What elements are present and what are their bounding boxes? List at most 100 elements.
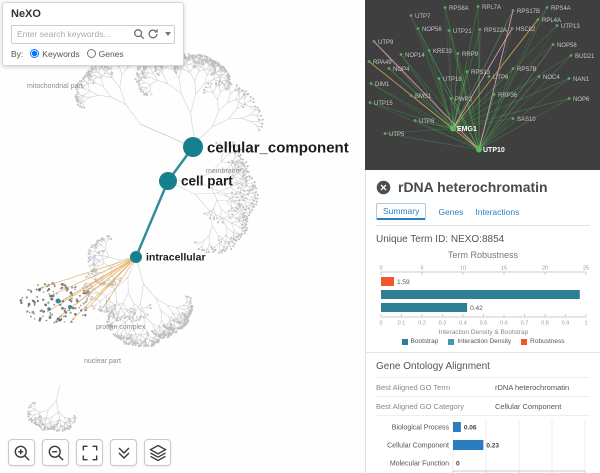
tab-summary[interactable]: Summary — [376, 203, 427, 220]
layers-button[interactable] — [144, 439, 171, 466]
tab-interactions[interactable]: Interactions — [475, 206, 520, 217]
go-category-row: Best Aligned GO Category Cellular Compon… — [376, 397, 590, 416]
svg-text:RRP36: RRP36 — [498, 93, 518, 99]
svg-text:0: 0 — [379, 266, 382, 272]
fit-view-button[interactable] — [76, 439, 103, 466]
search-icon[interactable] — [132, 27, 145, 40]
svg-text:20: 20 — [542, 266, 548, 272]
svg-text:HSC82: HSC82 — [516, 27, 536, 33]
svg-text:mitochondrial part: mitochondrial part — [27, 83, 83, 90]
svg-text:RPL4A: RPL4A — [542, 18, 561, 24]
svg-text:0.8: 0.8 — [541, 321, 549, 327]
svg-text:RPA49: RPA49 — [373, 60, 392, 66]
search-input[interactable] — [11, 24, 175, 44]
reset-search-icon[interactable] — [146, 27, 159, 40]
svg-text:0.23: 0.23 — [486, 443, 499, 450]
svg-text:Cellular Component: Cellular Component — [387, 443, 449, 450]
svg-text:NOC4: NOC4 — [543, 75, 560, 81]
svg-text:cellular_component: cellular_component — [207, 139, 349, 156]
svg-text:Molecular Function: Molecular Function — [390, 461, 449, 468]
close-icon[interactable] — [376, 180, 391, 195]
svg-text:protein complex: protein complex — [96, 324, 146, 331]
svg-text:Interaction Density & Bootstra: Interaction Density & Bootstrap — [439, 329, 529, 336]
svg-text:10: 10 — [460, 266, 466, 272]
legend-item: Interaction Density — [448, 338, 511, 345]
svg-text:BMS1: BMS1 — [415, 94, 432, 100]
svg-text:UTP15: UTP15 — [374, 101, 393, 107]
zoom-in-button[interactable] — [8, 439, 35, 466]
svg-text:RRP9: RRP9 — [462, 52, 479, 58]
chevron-down-icon[interactable] — [165, 32, 171, 36]
svg-text:cell part: cell part — [181, 174, 233, 189]
go-score-chart: 00.250.50.751Biological Process0.06Cellu… — [387, 420, 586, 473]
svg-text:NOP56: NOP56 — [422, 27, 442, 33]
svg-text:NOP6: NOP6 — [573, 97, 590, 103]
go-term-row: Best Aligned GO Term rDNA heterochromati… — [376, 377, 590, 397]
by-label: By: — [11, 48, 24, 59]
svg-text:5: 5 — [420, 266, 423, 272]
term-details-panel: rDNA heterochromatin Summary Genes Inter… — [365, 170, 600, 473]
svg-text:1.59: 1.59 — [397, 279, 410, 286]
go-alignment-title: Gene Ontology Alignment — [376, 361, 490, 372]
go-category-value: Cellular Component — [495, 401, 562, 411]
svg-text:BUD21: BUD21 — [575, 54, 595, 60]
svg-text:UTP18: UTP18 — [443, 77, 462, 83]
svg-text:0.5: 0.5 — [480, 321, 488, 327]
tree-toolbar — [8, 439, 171, 466]
svg-text:15: 15 — [501, 266, 507, 272]
svg-text:EMG1: EMG1 — [457, 126, 477, 133]
svg-text:SAS10: SAS10 — [517, 117, 536, 123]
svg-text:RPS22A: RPS22A — [484, 28, 507, 34]
tab-genes[interactable]: Genes — [438, 206, 464, 217]
search-card: NeXO By: Keywords Genes — [2, 2, 184, 66]
svg-text:RPS13: RPS13 — [471, 70, 491, 76]
svg-text:0.9: 0.9 — [562, 321, 570, 327]
radio-genes[interactable]: Genes — [86, 49, 124, 59]
go-term-label: Best Aligned GO Term — [376, 382, 451, 392]
svg-text:UTP8: UTP8 — [419, 119, 435, 125]
app-title: NeXO — [11, 8, 41, 20]
zoom-out-button[interactable] — [42, 439, 69, 466]
svg-text:KRE33: KRE33 — [433, 49, 453, 55]
go-category-label: Best Aligned GO Category — [376, 401, 464, 411]
radio-keywords[interactable]: Keywords — [30, 49, 80, 59]
svg-text:0.3: 0.3 — [439, 321, 447, 327]
svg-text:RPL7A: RPL7A — [482, 5, 501, 11]
svg-text:UTP21: UTP21 — [453, 29, 472, 35]
svg-text:UTP7: UTP7 — [415, 14, 431, 20]
term-robustness-title: Term Robustness — [447, 250, 519, 260]
svg-text:Biological Process: Biological Process — [392, 425, 450, 432]
svg-text:membrane: membrane — [206, 168, 240, 175]
svg-text:1: 1 — [584, 321, 587, 327]
svg-text:0.6: 0.6 — [500, 321, 508, 327]
term-title: rDNA heterochromatin — [398, 179, 548, 195]
svg-text:0.4: 0.4 — [459, 321, 467, 327]
expand-tree-button[interactable] — [110, 439, 137, 466]
details-header: rDNA heterochromatin — [376, 170, 590, 195]
svg-text:RPS4A: RPS4A — [551, 6, 571, 12]
details-tabs: Summary Genes Interactions — [376, 203, 590, 226]
svg-text:RPS7B: RPS7B — [517, 67, 537, 73]
svg-text:0: 0 — [456, 461, 460, 468]
unique-term-id: Unique Term ID: NEXO:8854 — [376, 234, 505, 245]
svg-text:RPS17B: RPS17B — [517, 9, 540, 15]
divider — [366, 352, 600, 353]
svg-text:UTP10: UTP10 — [483, 147, 505, 154]
svg-text:25: 25 — [583, 266, 589, 272]
svg-text:DIM1: DIM1 — [375, 82, 390, 88]
svg-text:0: 0 — [379, 321, 382, 327]
svg-text:NAN1: NAN1 — [573, 77, 590, 83]
svg-text:NOP4: NOP4 — [393, 67, 410, 73]
svg-text:UTP13: UTP13 — [561, 24, 580, 30]
svg-text:nuclear part: nuclear part — [84, 358, 121, 365]
svg-text:0.2: 0.2 — [418, 321, 426, 327]
go-alignment-table: Best Aligned GO Term rDNA heterochromati… — [376, 377, 590, 416]
svg-text:UTP9: UTP9 — [378, 40, 394, 46]
